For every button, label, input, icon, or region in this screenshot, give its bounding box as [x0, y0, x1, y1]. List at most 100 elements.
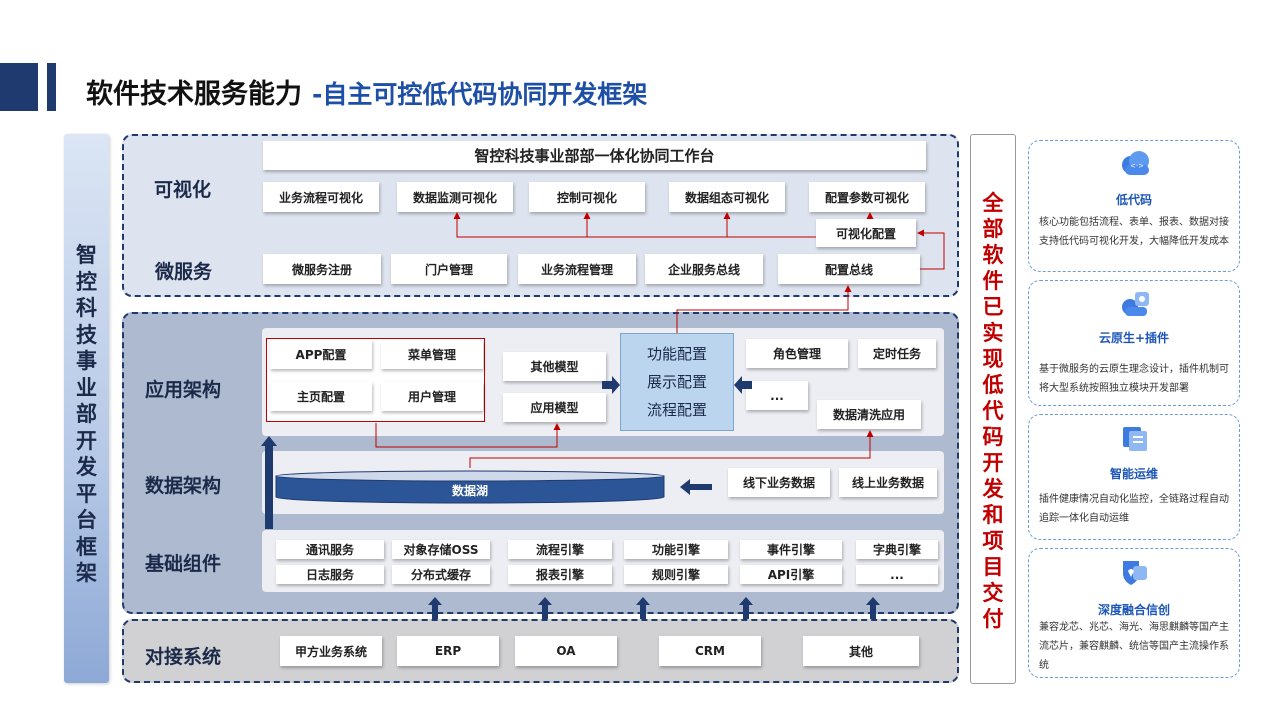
left-banner-char: 业: [76, 375, 97, 400]
microservice-item[interactable]: 企业服务总线: [645, 254, 763, 284]
data-label: 数据架构: [145, 475, 222, 497]
card-desc: 兼容龙芯、兆芯、海光、海思麒麟等国产主流芯片，兼容麒麟、统信等国产主流操作系统: [1039, 622, 1229, 671]
app-group-item[interactable]: 菜单管理: [381, 340, 483, 369]
app-right-item[interactable]: 定时任务: [858, 339, 936, 368]
base-item[interactable]: 分布式缓存: [392, 565, 490, 584]
left-banner-char: 控: [76, 269, 97, 294]
page-title: 软件技术服务能力 -自主可控低代码协同开发框架: [86, 72, 647, 111]
visual-label: 可视化: [154, 179, 212, 201]
left-banner-char: 事: [76, 349, 97, 373]
visual-item[interactable]: 控制可视化: [529, 182, 645, 212]
feature-card-cloud-native: 云原生+插件 基于微服务的云原生理念设计，插件机制可将大型系统按照独立模块开发部…: [1028, 280, 1240, 406]
right-banner-char: 实: [982, 321, 1004, 345]
smart-ops-icon: [1123, 427, 1147, 451]
right-banner-char: 码: [982, 425, 1004, 449]
left-banner-text: 智控科技事业部开发平台框架: [64, 242, 109, 587]
low-code-icon: <·>: [1122, 151, 1149, 175]
base-item[interactable]: 流程引擎: [508, 540, 612, 559]
right-banner-char: 交: [982, 581, 1004, 605]
left-banner-char: 科: [76, 296, 97, 320]
right-banner-char: 目: [982, 555, 1004, 579]
workbench-box[interactable]: 智控科技事业部部一体化协同工作台: [263, 141, 926, 170]
integration-item[interactable]: ERP: [397, 636, 499, 666]
right-banner-char: 软: [982, 243, 1004, 267]
app-group-item[interactable]: APP配置: [270, 340, 372, 369]
base-item[interactable]: 日志服务: [276, 565, 384, 584]
svg-text:<·>: <·>: [1130, 162, 1144, 170]
header-accent-bar: [0, 63, 38, 111]
visual-item[interactable]: 业务流程可视化: [263, 182, 379, 212]
microservice-item[interactable]: 业务流程管理: [518, 254, 636, 284]
integration-item[interactable]: 甲方业务系统: [280, 636, 382, 666]
right-banner-text: 全部软件已实现低代码开发和项目交付: [971, 190, 1015, 632]
right-banner-char: 开: [982, 451, 1004, 475]
left-banner-char: 部: [76, 402, 97, 426]
microservice-item[interactable]: 配置总线: [778, 254, 920, 284]
model-item[interactable]: 其他模型: [503, 352, 606, 381]
visual-item[interactable]: 数据组态可视化: [669, 182, 785, 212]
right-banner-char: 全: [982, 191, 1004, 215]
base-item[interactable]: 字典引擎: [856, 540, 938, 559]
app-label: 应用架构: [145, 379, 222, 401]
base-item[interactable]: ...: [856, 565, 938, 584]
feature-card-smart-ops: 智能运维 插件健康情况自动化监控，全链路过程自动追踪一体化自动运维: [1028, 414, 1240, 540]
base-label: 基础组件: [145, 553, 222, 575]
config-center[interactable]: 功能配置 展示配置 流程配置: [620, 333, 734, 431]
config-center-item: 展示配置: [646, 373, 707, 391]
right-banner-char: 已: [982, 295, 1004, 319]
base-item[interactable]: 事件引擎: [740, 540, 842, 559]
data-lake[interactable]: 数据湖: [275, 470, 665, 504]
feature-card-xinchuang: 深度融合信创 兼容龙芯、兆芯、海光、海思麒麟等国产主流芯片，兼容麒麟、统信等国产…: [1028, 548, 1240, 678]
right-banner-char: 和: [982, 503, 1004, 527]
left-banner-char: 开: [76, 428, 97, 453]
base-item[interactable]: 规则引擎: [624, 565, 728, 584]
right-banner-char: 部: [982, 217, 1004, 241]
feature-card-low-code: <·> 低代码 核心功能包括流程、表单、报表、数据对接支持低代码可视化开发，大幅…: [1028, 140, 1240, 272]
app-right-item[interactable]: ...: [746, 381, 808, 410]
visual-item[interactable]: 配置参数可视化: [809, 182, 925, 212]
base-item[interactable]: 对象存储OSS: [392, 540, 490, 559]
app-group-item[interactable]: 用户管理: [381, 382, 483, 411]
left-banner-char: 台: [76, 508, 97, 532]
card-title: 云原生+插件: [1098, 331, 1170, 345]
right-banner-char: 发: [982, 477, 1004, 501]
integration-label: 对接系统: [145, 646, 222, 668]
card-desc: 核心功能包括流程、表单、报表、数据对接支持低代码可视化开发，大幅降低开发成本: [1039, 217, 1229, 247]
visual-config-box[interactable]: 可视化配置: [816, 219, 916, 247]
left-banner-char: 技: [76, 322, 97, 347]
cloud-native-icon: [1122, 292, 1149, 316]
title-sub: -自主可控低代码协同开发框架: [312, 80, 648, 109]
integration-item[interactable]: OA: [515, 636, 617, 666]
app-group-item[interactable]: 主页配置: [270, 382, 372, 411]
base-item[interactable]: 功能引擎: [624, 540, 728, 559]
microservice-label: 微服务: [155, 261, 213, 283]
base-item[interactable]: 通讯服务: [276, 540, 384, 559]
title-main: 软件技术服务能力: [86, 79, 302, 110]
card-title: 深度融合信创: [1097, 603, 1170, 617]
base-item[interactable]: API引擎: [740, 565, 842, 584]
left-banner-char: 平: [76, 481, 97, 506]
base-item[interactable]: 报表引擎: [508, 565, 612, 584]
microservice-item[interactable]: 门户管理: [391, 254, 507, 284]
right-banner-char: 低: [982, 373, 1004, 397]
app-right-item[interactable]: 数据清洗应用: [817, 400, 921, 429]
model-item[interactable]: 应用模型: [503, 393, 606, 422]
right-banner-char: 现: [982, 347, 1004, 371]
card-title: 低代码: [1115, 193, 1152, 207]
right-banner-char: 件: [982, 269, 1004, 293]
app-right-item[interactable]: 角色管理: [746, 339, 848, 368]
card-desc: 插件健康情况自动化监控，全链路过程自动追踪一体化自动运维: [1039, 494, 1229, 524]
left-banner-char: 架: [76, 561, 97, 585]
visual-item[interactable]: 数据监测可视化: [397, 182, 513, 212]
integration-item[interactable]: 其他: [803, 636, 919, 666]
right-banner: 全部软件已实现低代码开发和项目交付: [970, 134, 1016, 684]
right-banner-char: 代: [982, 399, 1004, 423]
card-title: 智能运维: [1109, 467, 1158, 481]
header-accent-stripe: [47, 63, 56, 111]
microservice-item[interactable]: 微服务注册: [263, 254, 381, 284]
data-source[interactable]: 线下业务数据: [728, 468, 830, 497]
data-source[interactable]: 线上业务数据: [839, 468, 937, 497]
config-center-item: 流程配置: [646, 401, 707, 419]
integration-item[interactable]: CRM: [659, 636, 761, 666]
